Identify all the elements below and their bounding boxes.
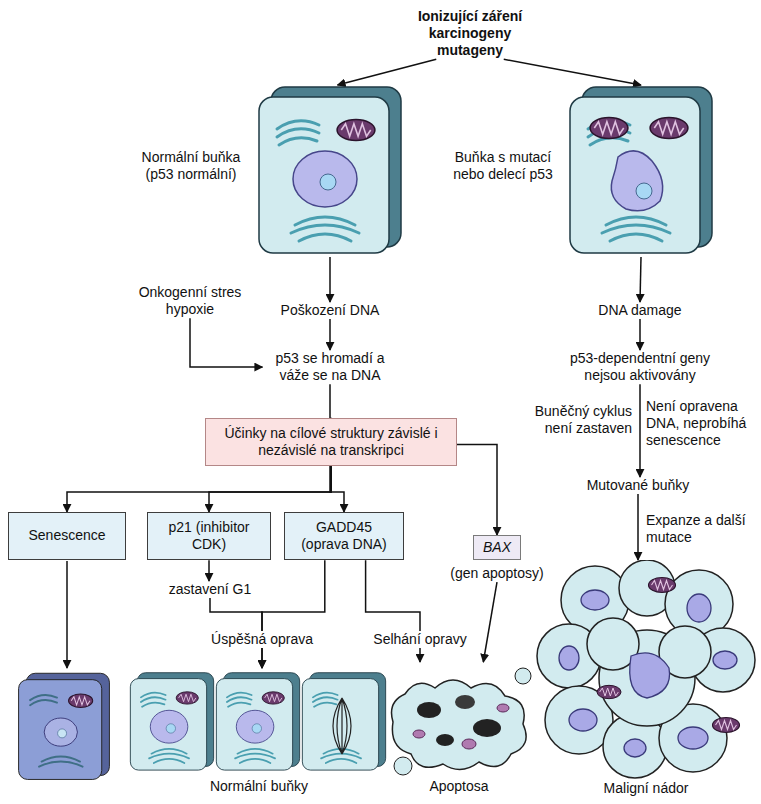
gene-box: p21 (inhibitor CDK)	[147, 512, 271, 560]
flow-arrow	[639, 384, 641, 477]
flow-arrow	[329, 257, 331, 302]
picture-label: Normální buňky	[128, 778, 390, 795]
box-text: p21 (inhibitor CDK)	[155, 519, 263, 553]
edge-label: Selhání opravy	[370, 631, 469, 648]
flow-text: p53-dependentní geny nejsou aktivovány	[551, 350, 729, 384]
cell-label: Normální buňka (p53 normální)	[131, 149, 251, 183]
flow-arrow	[640, 257, 641, 302]
picture-label: Apoptosa	[383, 778, 535, 795]
flow-arrow	[262, 560, 325, 668]
flow-text: Ionizující záření karcinogeny mutageny	[403, 8, 538, 59]
flow-arrow	[331, 466, 344, 512]
box-text: GADD45 (oprava DNA)	[292, 519, 396, 553]
flow-arrow	[457, 444, 497, 535]
step-text: zastavení G1	[155, 581, 265, 598]
flow-arrow	[67, 466, 331, 512]
flow-arrow	[338, 59, 437, 85]
tumor: Maligní nádor	[535, 560, 757, 797]
note-text: Není opravena DNA, neprobíhá senescence	[646, 398, 761, 449]
cell-illustration	[570, 87, 712, 253]
flow-arrow	[637, 494, 639, 560]
flow-arrow	[209, 466, 331, 512]
flow-arrow	[639, 319, 641, 350]
effects-box: Účinky na cílové struktury závislé i nez…	[205, 418, 457, 466]
flow-arrow	[208, 560, 210, 581]
senescence-arrow	[66, 561, 68, 668]
cell-illustration	[259, 87, 401, 253]
cell-illustration	[130, 673, 385, 770]
mutant-cell: Buňka s mutací nebo delecí p53	[566, 85, 716, 257]
step-text: DNA damage	[575, 302, 705, 319]
cell-illustration	[566, 85, 716, 257]
outcome-box: Senescence	[8, 512, 126, 560]
gene-box: BAX (gen apoptosy)	[441, 535, 553, 582]
flow-text: DNA damage	[575, 302, 705, 319]
cell-illustration	[535, 560, 757, 780]
normal-cell: Normální buňka (p53 normální)	[255, 85, 405, 257]
flow-arrow	[483, 582, 497, 662]
cause-text: Ionizující záření karcinogeny mutageny	[403, 8, 538, 59]
gene-box: GADD45 (oprava DNA)	[284, 512, 404, 560]
apoptotic-cell: Apoptosa	[383, 662, 535, 795]
step-text: p53-dependentní geny nejsou aktivovány	[551, 350, 729, 384]
cell-illustration	[392, 668, 532, 775]
flow-text: p53 se hromadí a váže se na DNA	[263, 350, 398, 384]
edge-label: Úspěšná oprava	[208, 631, 316, 648]
cell-illustration	[537, 560, 755, 778]
edge-label: Buněčný cyklus není zastaven	[516, 403, 632, 437]
flow-arrow	[190, 318, 263, 367]
flow-arrow	[504, 59, 641, 85]
box-text: Účinky na cílové struktury závislé i nez…	[213, 425, 449, 459]
flow-text: Onkogenní stres hypoxie	[131, 284, 249, 318]
flow-text: Poškození DNA	[265, 302, 395, 319]
normal-cells: Normální buňky	[128, 668, 390, 795]
cell-illustration	[255, 85, 405, 257]
step-text: p53 se hromadí a váže se na DNA	[263, 350, 398, 384]
gene-note: (gen apoptosy)	[441, 565, 553, 582]
flow-text: zastavení G1	[155, 581, 265, 598]
edge-label: Expanze a další mutace	[646, 512, 746, 546]
step-text: Poškození DNA	[265, 302, 395, 319]
gene-name: BAX	[473, 535, 521, 560]
box-text: Senescence	[28, 527, 105, 544]
cell-illustration	[128, 668, 390, 778]
picture-label: Maligní nádor	[535, 780, 757, 797]
flow-text: Mutované buňky	[573, 477, 703, 494]
cell-label: Buňka s mutací nebo delecí p53	[444, 149, 562, 183]
senescent-cell	[19, 673, 110, 779]
flow-arrow	[329, 319, 331, 350]
stress-text: Onkogenní stres hypoxie	[131, 284, 249, 318]
cell-illustration	[383, 662, 535, 778]
step-text: Mutované buňky	[573, 477, 703, 494]
